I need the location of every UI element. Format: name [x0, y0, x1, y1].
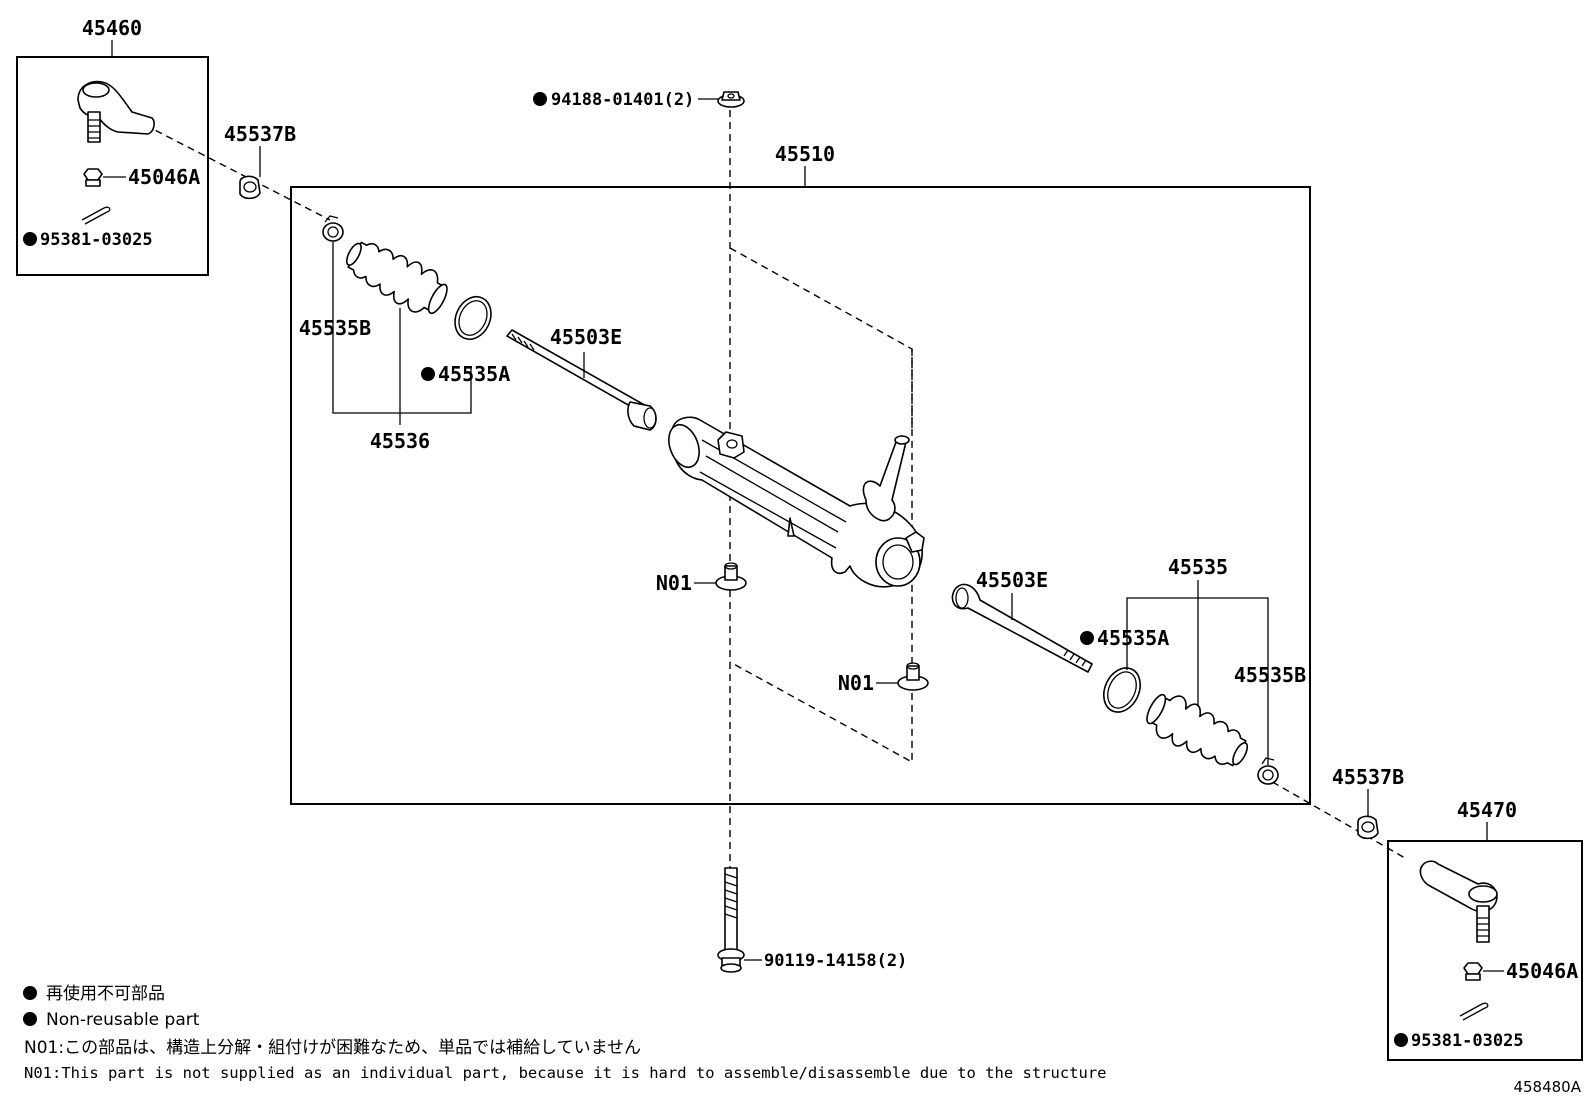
steering-gear-housing-drawing — [668, 416, 925, 588]
non-reusable-marker-cotter-lh — [23, 232, 37, 246]
non-reusable-marker-cotter-rh — [1394, 1033, 1408, 1047]
nut-top-drawing — [717, 91, 745, 108]
label-tie-rod-lh: 45503E — [550, 325, 622, 349]
label-boot-clamp-lh: 45535B — [299, 316, 371, 340]
label-nut-lh: 45046A — [128, 165, 200, 189]
label-bushing-lower: N01 — [838, 671, 874, 695]
nut-lh-drawing — [83, 168, 103, 187]
figure-id: 458480A — [1513, 1078, 1581, 1096]
cotter-pin-lh-drawing — [81, 206, 111, 225]
cotter-pin-rh-drawing — [1459, 1002, 1489, 1021]
non-reusable-marker-band-rh — [1080, 631, 1094, 645]
non-reusable-marker-nut-top — [533, 92, 547, 106]
boot-rh-drawing — [1146, 693, 1249, 767]
axis-line-lh — [144, 124, 331, 221]
boot-band-lh-drawing — [454, 296, 492, 340]
label-boot-clamp-rh: 45535B — [1234, 663, 1306, 687]
label-clip-outer-rh: 45537B — [1332, 765, 1404, 789]
label-bolt-bottom: 90119-14158(2) — [764, 951, 907, 971]
boot-clamp-rh-drawing — [1257, 757, 1279, 785]
label-tie-rod-rh: 45503E — [976, 568, 1048, 592]
box-tie-rod-end-rh — [1387, 840, 1583, 1061]
label-gear-assembly: 45510 — [775, 142, 835, 166]
label-clip-outer-lh: 45537B — [224, 122, 296, 146]
label-boot-kit-rh: 45535 — [1168, 555, 1228, 579]
label-nut-rh: 45046A — [1506, 959, 1578, 983]
label-bushing-upper: N01 — [656, 571, 692, 595]
label-boot-band-rh: 45535A — [1097, 626, 1169, 650]
bushing-upper-drawing — [715, 562, 747, 591]
legend-marker-en — [23, 1012, 37, 1026]
tie-rod-rh-drawing — [951, 583, 1093, 673]
bushing-lower-drawing — [897, 662, 929, 691]
label-cotter-pin-lh: 95381-03025 — [40, 230, 153, 250]
clip-outer-lh-drawing — [239, 175, 261, 200]
label-cotter-pin-rh: 95381-03025 — [1411, 1031, 1524, 1051]
nut-rh-drawing — [1463, 962, 1483, 981]
label-nut-top: 94188-01401(2) — [551, 90, 694, 110]
clip-outer-rh-drawing — [1357, 815, 1379, 840]
tie-rod-lh-drawing — [506, 329, 657, 431]
bolt-bottom-drawing — [717, 867, 745, 973]
tie-rod-end-rh-drawing — [1419, 860, 1498, 943]
legend-non-reusable-en: Non-reusable part — [46, 1010, 200, 1030]
label-boot-kit-lh: 45536 — [370, 429, 430, 453]
boot-clamp-lh-drawing — [322, 215, 344, 242]
leader-boot-clamp-lh — [332, 242, 472, 414]
boot-band-rh-drawing — [1102, 667, 1142, 713]
box-gear-assembly — [290, 186, 1311, 805]
label-tie-rod-end-rh: 45470 — [1457, 798, 1517, 822]
legend-non-reusable-jp: 再使用不可部品 — [46, 983, 165, 1004]
axis-line-rh — [1261, 775, 1406, 859]
label-boot-band-lh: 45535A — [438, 362, 510, 386]
label-tie-rod-end-lh: 45460 — [82, 16, 142, 40]
note-n01-jp: N01:この部品は、構造上分解・組付けが困難なため、単品では補給していません — [24, 1038, 641, 1058]
boot-lh-drawing — [345, 241, 448, 315]
non-reusable-marker-band-lh — [421, 367, 435, 381]
tie-rod-end-lh-drawing — [77, 80, 155, 143]
note-n01-en: N01:This part is not supplied as an indi… — [24, 1064, 1107, 1082]
legend-marker-jp — [23, 986, 37, 1000]
